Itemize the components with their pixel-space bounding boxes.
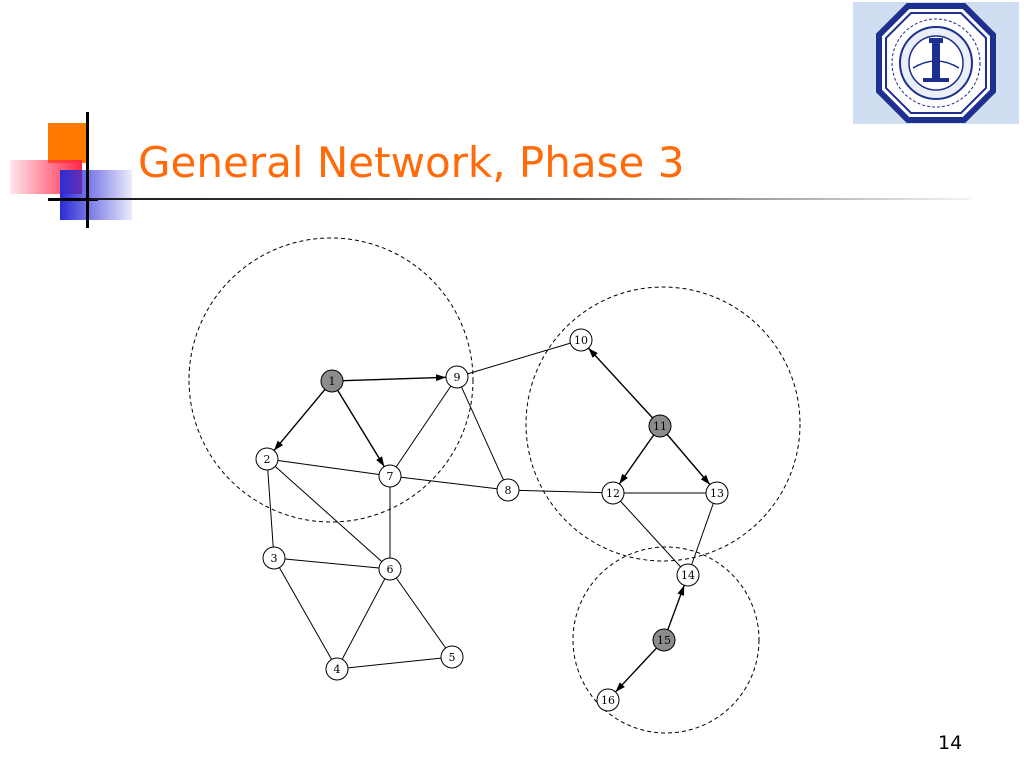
edge-12-14 — [620, 500, 681, 568]
title-underline — [90, 198, 970, 200]
node-3: 3 — [262, 546, 286, 570]
node-label: 1 — [329, 375, 336, 388]
node-label: 16 — [601, 694, 615, 707]
node-7: 7 — [378, 464, 402, 488]
node-9: 9 — [445, 365, 469, 389]
node-circle — [378, 557, 402, 581]
node-circle — [705, 481, 729, 505]
node-14: 14 — [676, 563, 700, 587]
node-13: 13 — [705, 481, 729, 505]
node-circle — [378, 464, 402, 488]
decor-blue-bar — [60, 170, 132, 220]
edge-2-7 — [277, 460, 380, 475]
decor-orange-square — [48, 123, 88, 163]
directed-edge-11-10 — [587, 347, 654, 419]
page-number: 14 — [938, 732, 963, 754]
directed-edge-15-16 — [614, 647, 658, 693]
directed-edge-11-13 — [666, 433, 711, 486]
node-circle — [255, 447, 279, 471]
edge-2-3 — [267, 469, 274, 548]
node-6: 6 — [378, 557, 402, 581]
node-4: 4 — [325, 657, 349, 681]
directed-edge-1-7 — [337, 390, 385, 467]
node-10: 10 — [569, 328, 593, 352]
node-circle — [601, 481, 625, 505]
node-circle — [596, 688, 620, 712]
node-label: 14 — [681, 569, 695, 582]
node-circle — [652, 628, 676, 652]
node-label: 13 — [710, 487, 724, 500]
directed-edge-1-9 — [342, 374, 447, 382]
cluster-boundary-11 — [525, 286, 801, 562]
edge-9-7 — [395, 385, 452, 468]
node-label: 2 — [264, 453, 271, 466]
node-15: 15 — [652, 628, 676, 652]
directed-edge-1-2 — [273, 389, 326, 451]
node-circle — [676, 563, 700, 587]
university-logo — [853, 2, 1019, 124]
node-circle — [440, 645, 464, 669]
node-circle — [325, 657, 349, 681]
edge-9-10 — [467, 342, 571, 375]
node-label: 10 — [574, 334, 588, 347]
node-label: 12 — [606, 487, 620, 500]
edge-6-4 — [341, 578, 386, 660]
edge-7-8 — [400, 476, 498, 490]
directed-edge-11-12 — [618, 434, 655, 485]
decor-vertical-line — [86, 112, 89, 228]
node-11: 11 — [648, 414, 672, 438]
node-label: 5 — [449, 651, 456, 664]
edge-3-4 — [278, 567, 333, 660]
edge-8-12 — [518, 489, 603, 494]
node-12: 12 — [601, 481, 625, 505]
node-label: 4 — [334, 663, 341, 676]
node-label: 3 — [271, 552, 278, 565]
node-16: 16 — [596, 688, 620, 712]
directed-edge-15-14 — [667, 585, 685, 630]
node-label: 6 — [387, 563, 394, 576]
node-8: 8 — [496, 478, 520, 502]
decor-horizontal-line — [48, 198, 98, 201]
cluster-boundary-15 — [572, 546, 760, 734]
edge-4-5 — [347, 657, 442, 669]
node-circle — [569, 328, 593, 352]
node-label: 15 — [657, 634, 671, 647]
node-circle — [496, 478, 520, 502]
seal-icon — [876, 3, 996, 123]
node-circle — [648, 414, 672, 438]
node-5: 5 — [440, 645, 464, 669]
edge-3-6 — [284, 558, 380, 569]
edge-2-6 — [274, 465, 383, 563]
edge-13-14 — [691, 503, 714, 565]
node-1: 1 — [320, 369, 344, 393]
cluster-boundary-1 — [188, 237, 474, 523]
node-circle — [445, 365, 469, 389]
edge-9-8 — [461, 386, 504, 481]
slide-title: General Network, Phase 3 — [138, 138, 685, 187]
node-2: 2 — [255, 447, 279, 471]
node-label: 11 — [653, 420, 667, 433]
node-circle — [320, 369, 344, 393]
node-label: 9 — [454, 371, 461, 384]
node-label: 7 — [387, 470, 394, 483]
node-circle — [262, 546, 286, 570]
node-label: 8 — [505, 484, 512, 497]
edge-6-5 — [395, 577, 447, 649]
